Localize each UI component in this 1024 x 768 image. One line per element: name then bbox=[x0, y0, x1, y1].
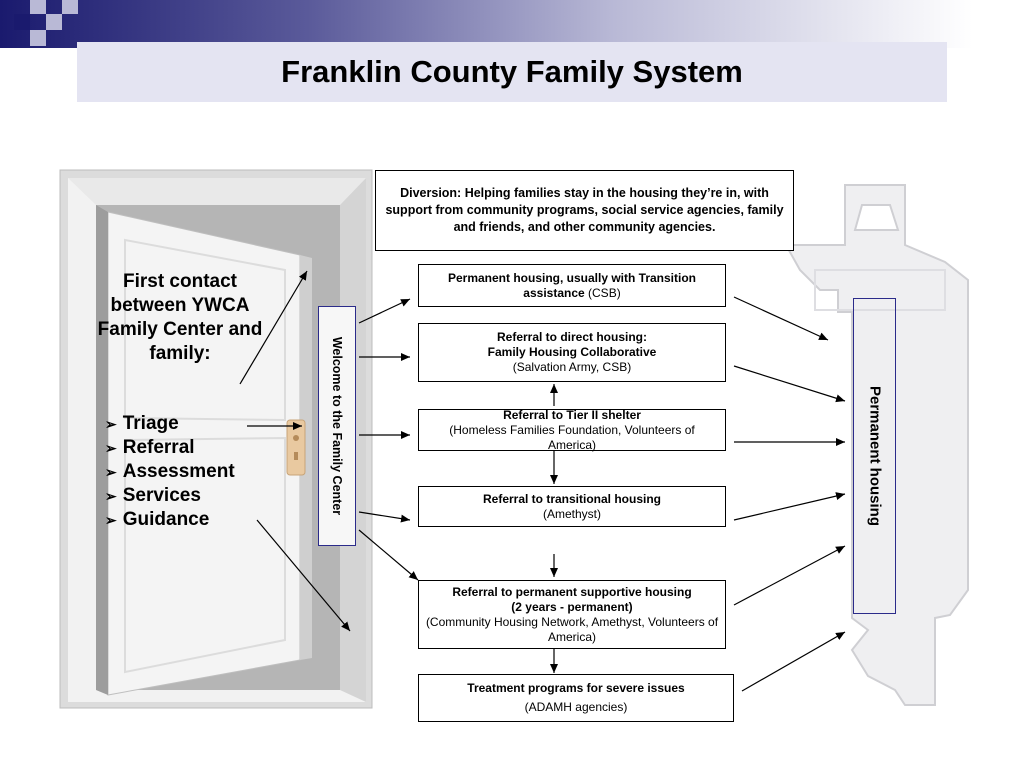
box-note: (Homeless Families Foundation, Volunteer… bbox=[449, 422, 695, 452]
flow-box-direct-housing: Referral to direct housing: Family Housi… bbox=[418, 323, 726, 382]
box-note: (ADAMH agencies) bbox=[524, 700, 628, 714]
box-subtitle: Family Housing Collaborative bbox=[487, 345, 657, 359]
header-square bbox=[14, 14, 30, 30]
box-title: Referral to transitional housing bbox=[482, 491, 662, 506]
page-title: Franklin County Family System bbox=[281, 54, 743, 89]
box-title: Permanent housing, usually with Transiti… bbox=[447, 270, 697, 300]
box-title: Referral to Tier II shelter bbox=[503, 407, 641, 422]
list-item: Assessment bbox=[105, 460, 235, 484]
permanent-housing-label: Permanent housing bbox=[866, 385, 883, 527]
header-square bbox=[46, 14, 62, 30]
box-title: Referral to permanent supportive housing bbox=[452, 584, 692, 599]
title-box: Franklin County Family System bbox=[77, 42, 947, 102]
box-note: (Amethyst) bbox=[542, 506, 601, 521]
welcome-label: Welcome to the Family Center bbox=[330, 336, 344, 516]
permanent-housing-box: Permanent housing bbox=[853, 298, 896, 614]
list-item: Services bbox=[105, 484, 235, 508]
list-item: Guidance bbox=[105, 508, 235, 532]
door-service-list: Triage Referral Assessment Services Guid… bbox=[105, 412, 235, 532]
header-band bbox=[0, 0, 1024, 48]
list-item: Triage bbox=[105, 412, 235, 436]
diversion-text: Diversion: Helping families stay in the … bbox=[385, 186, 784, 234]
list-item: Referral bbox=[105, 436, 235, 460]
box-title: Treatment programs for severe issues bbox=[467, 681, 685, 695]
diversion-box: Diversion: Helping families stay in the … bbox=[375, 170, 794, 251]
box-note: (CSB) bbox=[584, 285, 621, 300]
header-square bbox=[30, 0, 46, 14]
box-note: (Salvation Army, CSB) bbox=[512, 360, 632, 374]
box-title: Referral to direct housing: bbox=[496, 330, 648, 344]
flow-box-treatment-programs: Treatment programs for severe issues (AD… bbox=[418, 674, 734, 722]
flow-box-transitional-housing: Referral to transitional housing (Amethy… bbox=[418, 486, 726, 527]
box-subtitle: (2 years - permanent) bbox=[511, 599, 633, 614]
door-intro-text: First contact between YWCA Family Center… bbox=[97, 271, 263, 364]
box-note: (Community Housing Network, Amethyst, Vo… bbox=[425, 614, 719, 644]
header-square bbox=[62, 0, 78, 14]
flow-box-tier2-shelter: Referral to Tier II shelter (Homeless Fa… bbox=[418, 407, 726, 452]
welcome-label-box: Welcome to the Family Center bbox=[318, 306, 356, 546]
flow-box-supportive-housing: Referral to permanent supportive housing… bbox=[418, 580, 726, 649]
flow-box-permanent-housing: Permanent housing, usually with Transiti… bbox=[418, 264, 726, 307]
header-square bbox=[30, 30, 46, 46]
